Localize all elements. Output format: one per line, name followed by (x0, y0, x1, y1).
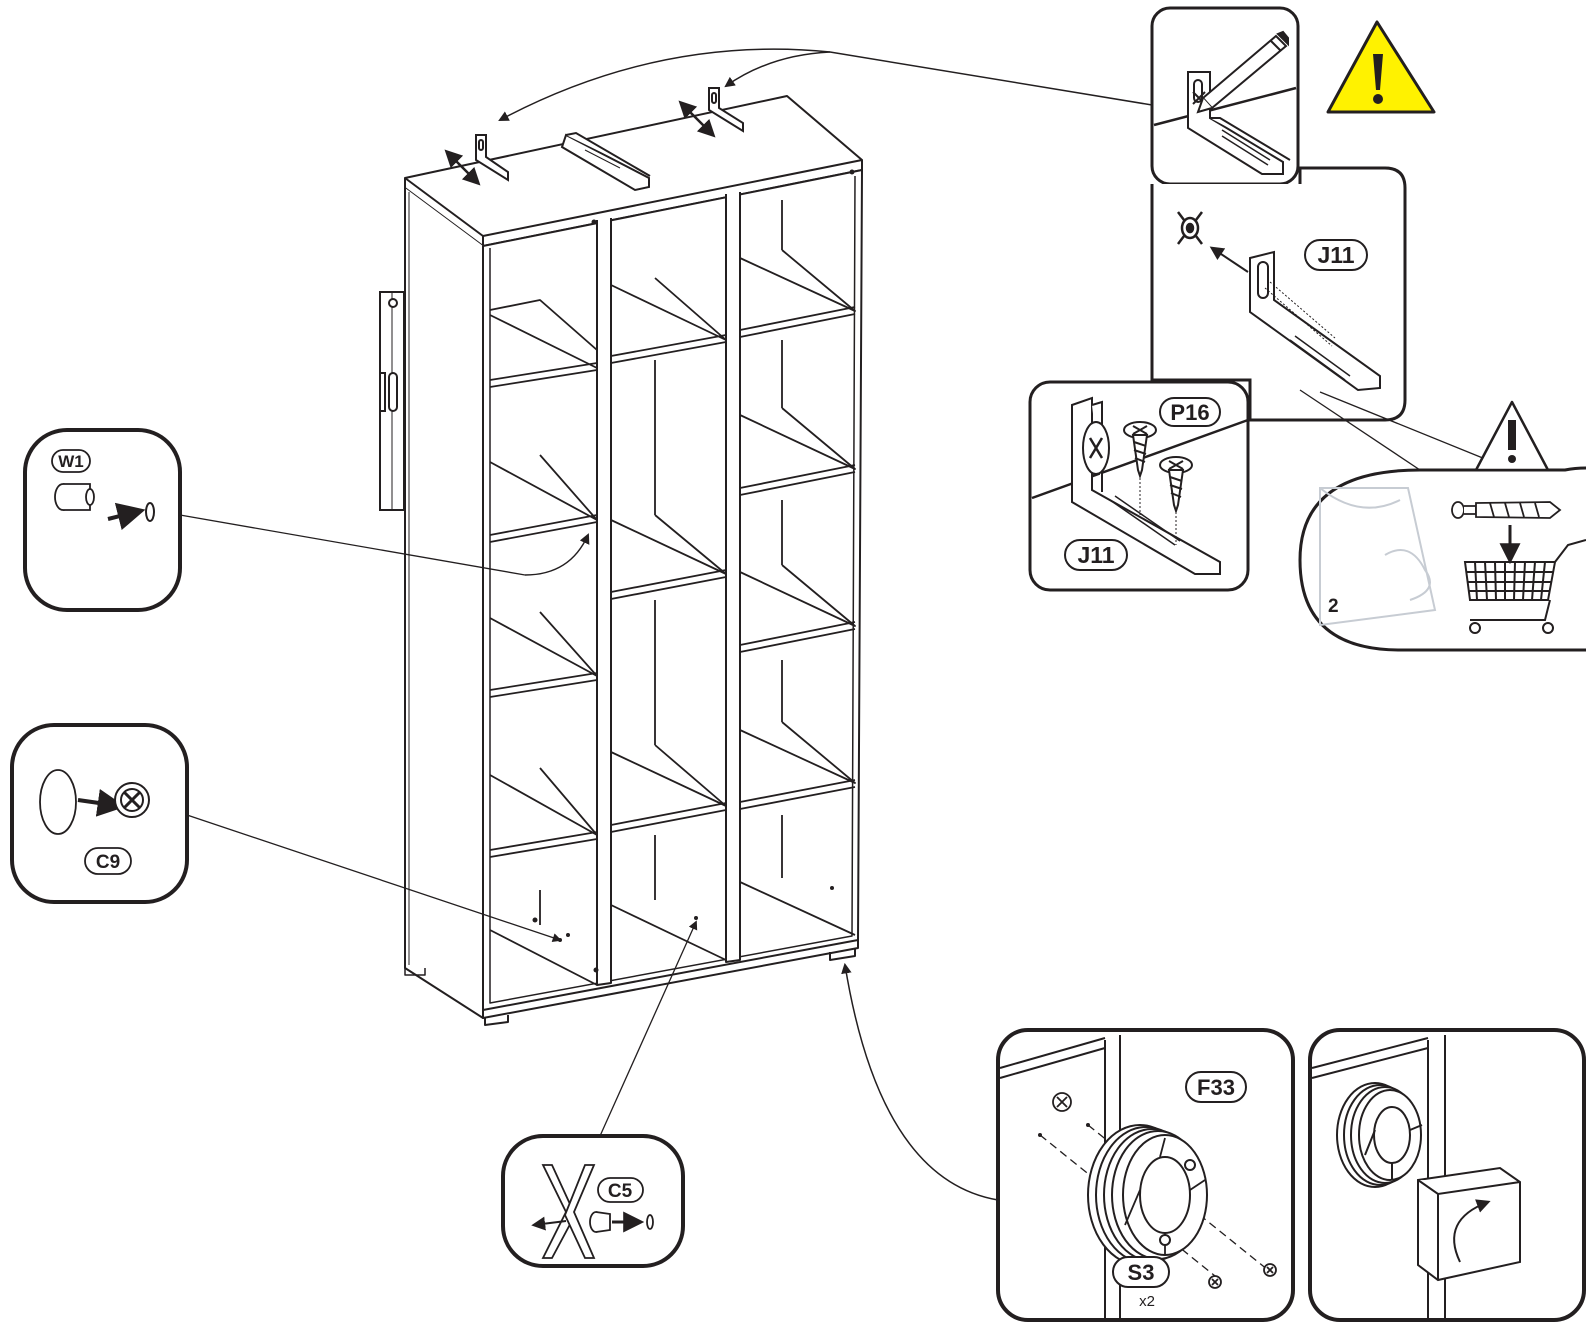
wall-mounting-strip (379, 291, 405, 511)
screw-s3-icon (1208, 1263, 1277, 1289)
top-bracket-left (444, 134, 509, 186)
cap-c9-icon (39, 769, 77, 835)
label-c9: C9 (84, 847, 132, 875)
c9-label-text: C9 (96, 852, 120, 873)
callout-c5: C5 (501, 920, 698, 1268)
bookcase (404, 95, 863, 1026)
panel-p16-screws: P16 J11 (1028, 380, 1250, 592)
shopping-cart-icon (1463, 539, 1586, 634)
label-w1: W1 (51, 449, 91, 473)
shelves-right-column (739, 200, 856, 936)
cam-lock-f33-icon (1052, 1092, 1072, 1112)
label-c5: C5 (597, 1177, 644, 1203)
f33-label-text: F33 (1197, 1075, 1235, 1100)
dowel-c5-icon (589, 1211, 611, 1233)
panel-mark-wall (1150, 6, 1300, 186)
bookcase-divider-left (596, 218, 612, 986)
s3-quantity-text: x2 (1139, 1293, 1155, 1310)
callout-w1: W1 (23, 428, 590, 612)
adjustable-foot-f33-icon (1087, 1124, 1208, 1266)
panel-j11-drill: J11 (1150, 166, 1501, 471)
panel-foot-adjust (1308, 1028, 1586, 1322)
wall-document-icon (1319, 487, 1437, 627)
panel-buy-separately: 2 (1298, 400, 1586, 652)
pointer-arrows-top (498, 48, 1153, 121)
callout-c9: C9 (10, 723, 562, 943)
w1-label-text: W1 (58, 452, 84, 471)
shelves-left-column (489, 299, 598, 986)
bookcase-left-side (404, 188, 484, 1019)
label-p16: P16 (1159, 397, 1221, 427)
label-s3: S3 x2 (1112, 1256, 1170, 1310)
bookcase-front-frame (404, 169, 863, 1026)
label-f33: F33 (1185, 1071, 1247, 1103)
top-bracket-right (678, 87, 744, 138)
drill-hole-mark-icon (1177, 211, 1203, 245)
bracket-j11-mounted-icon (1071, 396, 1221, 575)
s3-label-text: S3 (1128, 1260, 1155, 1285)
label-j11-top: J11 (1304, 239, 1368, 271)
warning-exclamation-outline-icon (1474, 400, 1550, 472)
p16-label-text: P16 (1170, 400, 1209, 425)
bookcase-divider-right (725, 192, 741, 963)
j11-top-label-text: J11 (1317, 242, 1354, 268)
bracket-mark-icon (1187, 71, 1291, 175)
top-rail-strip (560, 131, 651, 192)
wall-plug-icon (1451, 501, 1562, 519)
step-number-text: 2 (1328, 596, 1339, 617)
cam-bolt-tool-icon (541, 1164, 596, 1259)
c5-label-text: C5 (608, 1181, 633, 1202)
dowel-w1-icon (54, 483, 95, 511)
screw-p16-icon (1123, 421, 1193, 515)
cam-lock-icon (114, 782, 150, 818)
adjustable-foot-installed-icon (1336, 1082, 1423, 1188)
rotate-knob-icon (1417, 1166, 1521, 1282)
j11-bottom-label-text: J11 (1077, 542, 1114, 568)
panel-f33-foot: F33 S3 x2 (841, 962, 1295, 1322)
shelves-middle-column (610, 277, 727, 961)
pencil-icon (1196, 30, 1289, 114)
bracket-j11-icon (1249, 250, 1381, 392)
warning-exclamation-yellow-icon (1326, 20, 1436, 114)
label-j11-bottom: J11 (1064, 539, 1128, 571)
